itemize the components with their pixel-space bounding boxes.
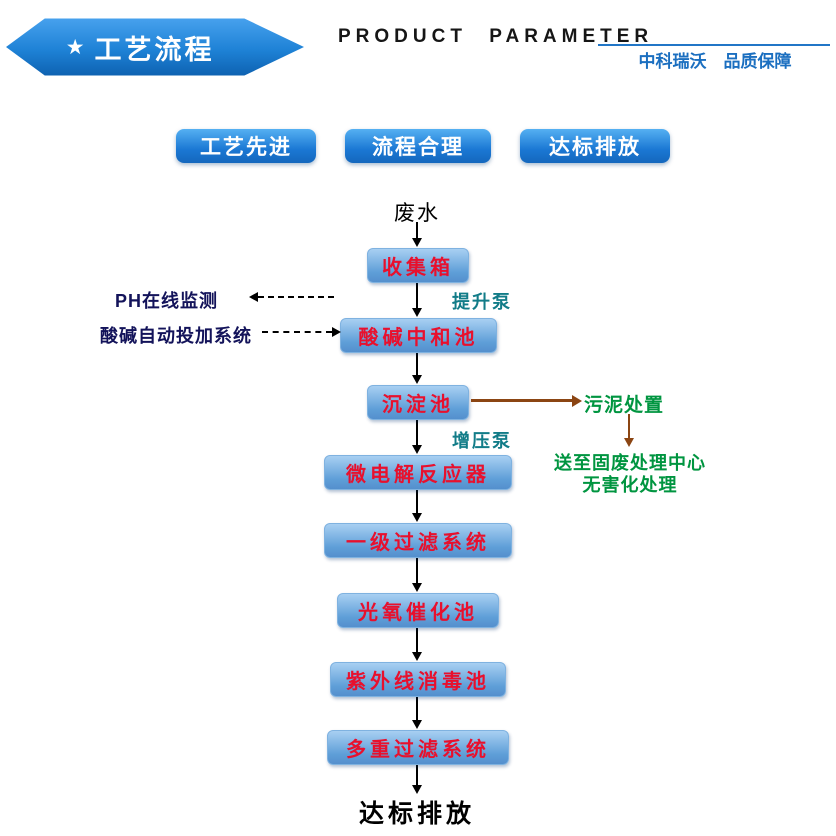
flow-box-primary-filter-system: 一级过滤系统 bbox=[324, 523, 512, 558]
down-arrow bbox=[412, 222, 422, 247]
label-acid-alkali-dosing-system: 酸碱自动投加系统 bbox=[100, 326, 252, 346]
down-arrow bbox=[412, 558, 422, 592]
dashed-arrow-right bbox=[262, 327, 341, 337]
english-section-title: PRODUCT PARAMETER bbox=[338, 26, 654, 47]
label-boost-pump: 增压泵 bbox=[452, 431, 512, 451]
dashed-arrow-left bbox=[249, 292, 334, 302]
badge-reasonable-flow: 流程合理 bbox=[345, 129, 491, 163]
flow-box-multi-filter-system: 多重过滤系统 bbox=[327, 730, 509, 765]
label-ph-online-monitoring: PH在线监测 bbox=[115, 291, 219, 311]
flow-box-photo-oxidation-pool: 光氧催化池 bbox=[337, 593, 499, 628]
ribbon-title-label: 工艺流程 bbox=[94, 34, 215, 65]
badge-standard-discharge: 达标排放 bbox=[520, 129, 670, 163]
down-arrow bbox=[412, 490, 422, 522]
badge-advanced-process: 工艺先进 bbox=[176, 129, 316, 163]
ribbon-banner-shape bbox=[6, 18, 304, 76]
down-arrow bbox=[412, 283, 422, 317]
label-harmless-treatment: 无害化处理 bbox=[582, 475, 678, 495]
star-icon: ★ bbox=[65, 35, 85, 59]
flow-end-standard-discharge: 达标排放 bbox=[358, 800, 475, 828]
flow-source-wastewater: 废水 bbox=[394, 202, 440, 225]
down-arrow bbox=[412, 353, 422, 384]
flow-box-neutralization-pool: 酸碱中和池 bbox=[340, 318, 497, 353]
down-arrow bbox=[412, 765, 422, 794]
header-divider-line bbox=[598, 44, 830, 46]
label-solid-waste-center: 送至固废处理中心 bbox=[554, 453, 706, 473]
down-arrow bbox=[412, 697, 422, 729]
down-arrow bbox=[412, 628, 422, 661]
brand-tagline: 中科瑞沃 品质保障 bbox=[638, 52, 792, 71]
flow-box-collection-tank: 收集箱 bbox=[367, 248, 469, 283]
label-sludge-disposal: 污泥处置 bbox=[584, 395, 665, 416]
down-arrow bbox=[412, 420, 422, 454]
down-arrow-sludge bbox=[624, 414, 634, 447]
label-lift-pump: 提升泵 bbox=[452, 292, 512, 312]
title-ribbon: ★ 工艺流程 bbox=[6, 16, 304, 78]
right-arrow-sludge bbox=[471, 399, 573, 402]
flow-box-uv-disinfection-pool: 紫外线消毒池 bbox=[330, 662, 506, 697]
flow-box-sedimentation-pool: 沉淀池 bbox=[367, 385, 469, 420]
flow-box-micro-electrolysis-reactor: 微电解反应器 bbox=[324, 455, 512, 490]
ribbon-title: ★ 工艺流程 bbox=[24, 16, 256, 78]
